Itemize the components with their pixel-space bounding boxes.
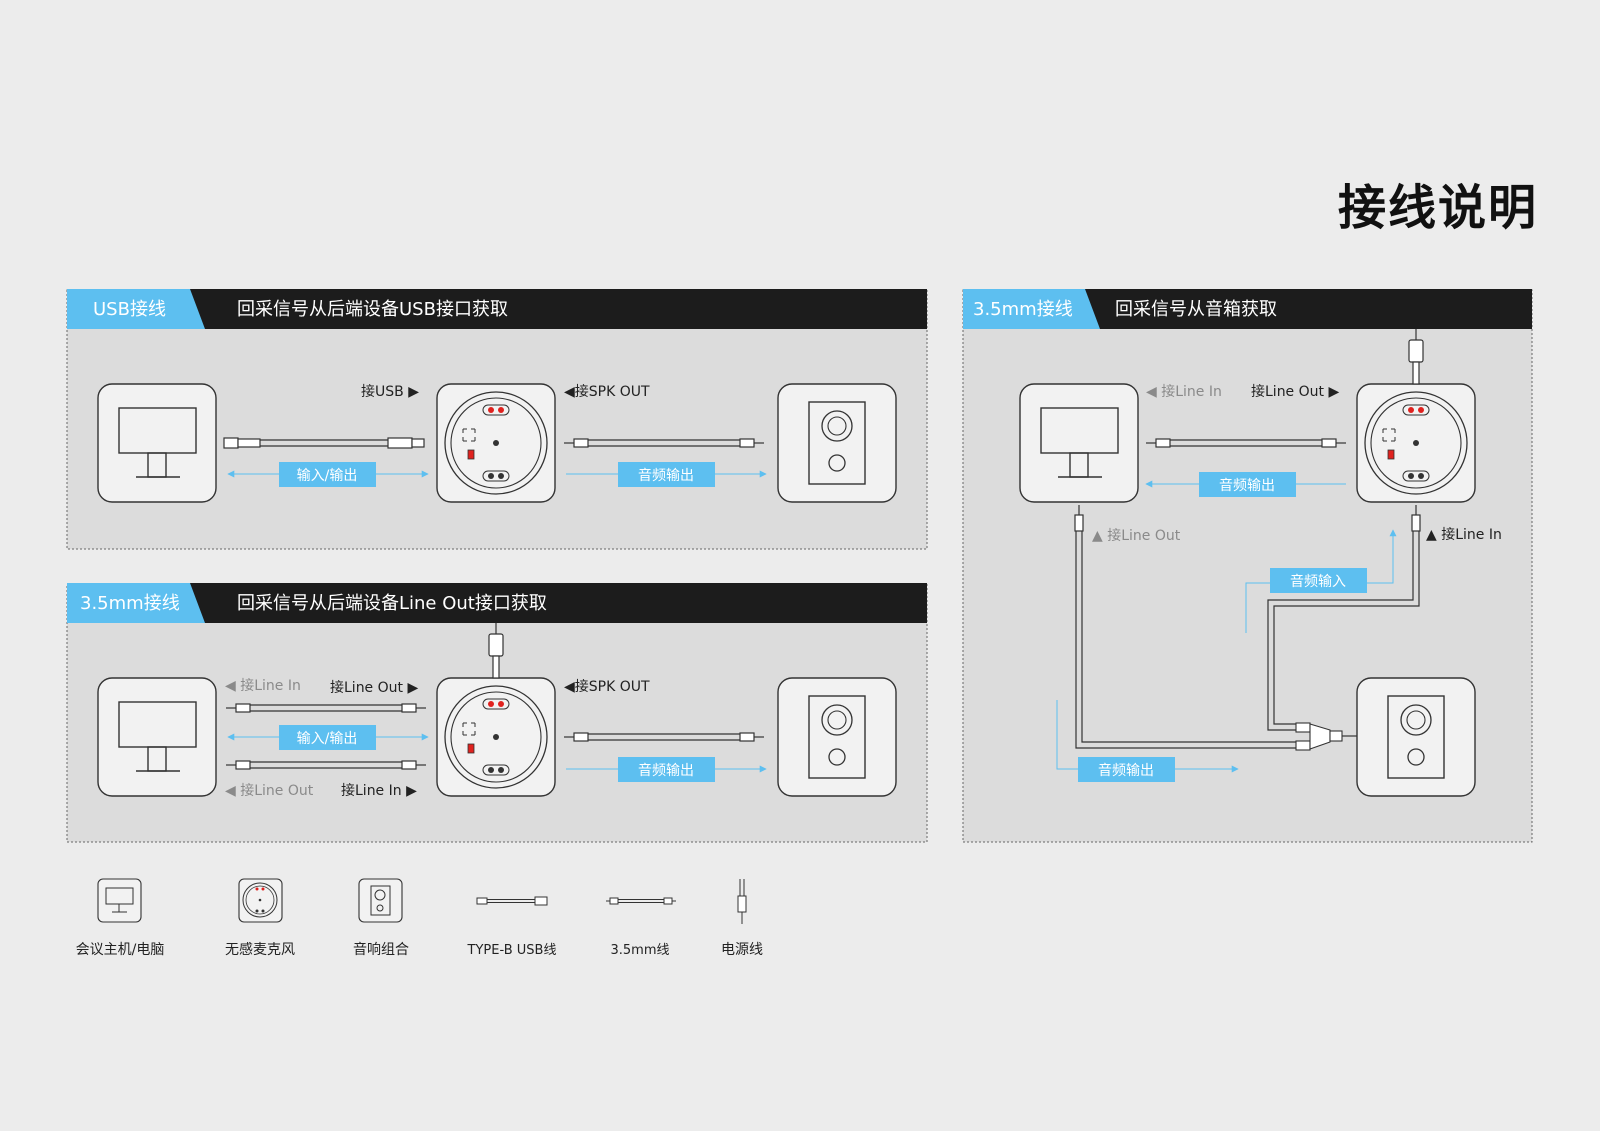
speaker-panel: 3.5mm接线 回采信号从音箱获取 ◀ 接Line In 接Line Out ▶… bbox=[962, 289, 1533, 843]
badge-audio-output: 音频输出 bbox=[638, 762, 694, 779]
label-connect-usb: 接USB ▶ bbox=[361, 383, 419, 400]
badge-audio-output: 音频输出 bbox=[638, 467, 694, 484]
power-cable-icon bbox=[737, 879, 747, 924]
legend-label: TYPE-B USB线 bbox=[467, 943, 557, 958]
monitor-icon bbox=[97, 383, 217, 503]
power-cable-plug bbox=[488, 623, 504, 679]
badge-audio-input: 音频输入 bbox=[1290, 573, 1346, 590]
speaker-icon bbox=[777, 383, 897, 503]
legend-label: 音响组合 bbox=[353, 941, 409, 958]
legend-item: 会议主机/电脑 bbox=[76, 878, 165, 958]
usb-cable-icon bbox=[476, 896, 548, 906]
monitor-icon bbox=[97, 878, 142, 923]
legend-label: 电源线 bbox=[721, 942, 763, 958]
label-line-out-top: 接Line Out ▶ bbox=[1251, 383, 1339, 400]
legend-item: 无感麦克风 bbox=[225, 878, 295, 958]
legend-label: 无感麦克风 bbox=[225, 941, 295, 958]
line-out-panel: 3.5mm接线 回采信号从后端设备Line Out接口获取 ◀ 接Line In… bbox=[66, 583, 928, 843]
badge-input-output: 输入/输出 bbox=[297, 468, 358, 484]
usb-panel-desc: 回采信号从后端设备USB接口获取 bbox=[237, 299, 508, 320]
legend-label: 会议主机/电脑 bbox=[76, 942, 165, 958]
label-connect-spk-out: ◀接SPK OUT bbox=[564, 383, 650, 400]
cable-route-left bbox=[1075, 531, 1296, 749]
label-line-in-top: ◀ 接Line In bbox=[1146, 383, 1222, 400]
power-cable-plug bbox=[1408, 329, 1424, 385]
line-out-panel-desc: 回采信号从后端设备Line Out接口获取 bbox=[237, 593, 547, 614]
speaker-panel-desc: 回采信号从音箱获取 bbox=[1115, 299, 1277, 320]
audio-cable-icon bbox=[606, 897, 676, 905]
page-title: 接线说明 bbox=[1337, 180, 1538, 236]
legend-item: TYPE-B USB线 bbox=[467, 896, 557, 958]
line-out-panel-tag: 3.5mm接线 bbox=[80, 593, 180, 614]
speaker-panel-tag: 3.5mm接线 bbox=[973, 299, 1073, 320]
microphone-icon bbox=[436, 677, 556, 797]
badge-audio-output: 音频输出 bbox=[1098, 762, 1154, 779]
speaker-icon bbox=[777, 677, 897, 797]
label-connect-spk-out: ◀接SPK OUT bbox=[564, 678, 650, 695]
label-line-out-left: ▲ 接Line Out bbox=[1092, 527, 1181, 544]
badge-audio-output: 音频输出 bbox=[1219, 477, 1275, 494]
label-line-out-top: 接Line Out ▶ bbox=[330, 679, 418, 696]
monitor-icon bbox=[97, 677, 217, 797]
usb-panel-tag: USB接线 bbox=[93, 299, 166, 320]
label-line-out-bottom: ◀ 接Line Out bbox=[225, 782, 314, 799]
legend: 会议主机/电脑 无感麦克风 音响组合 bbox=[76, 878, 763, 958]
legend-item: 3.5mm线 bbox=[606, 897, 676, 958]
label-line-in-right: ▲ 接Line In bbox=[1426, 526, 1502, 543]
label-line-in-bottom: 接Line In ▶ bbox=[341, 782, 417, 799]
microphone-icon bbox=[436, 383, 556, 503]
legend-item: 电源线 bbox=[721, 879, 763, 958]
speaker-icon bbox=[1356, 677, 1476, 797]
label-line-in-top: ◀ 接Line In bbox=[225, 677, 301, 694]
legend-item: 音响组合 bbox=[353, 878, 409, 958]
microphone-icon bbox=[238, 878, 283, 923]
badge-input-output: 输入/输出 bbox=[297, 731, 358, 747]
legend-label: 3.5mm线 bbox=[610, 943, 669, 958]
cable-route-right bbox=[1267, 531, 1420, 731]
y-splitter bbox=[1295, 722, 1357, 751]
monitor-icon bbox=[1019, 383, 1139, 503]
microphone-icon bbox=[1356, 383, 1476, 503]
usb-panel: USB接线 回采信号从后端设备USB接口获取 接USB ▶ ◀接SPK OUT … bbox=[66, 289, 928, 550]
speaker-icon bbox=[358, 878, 403, 923]
